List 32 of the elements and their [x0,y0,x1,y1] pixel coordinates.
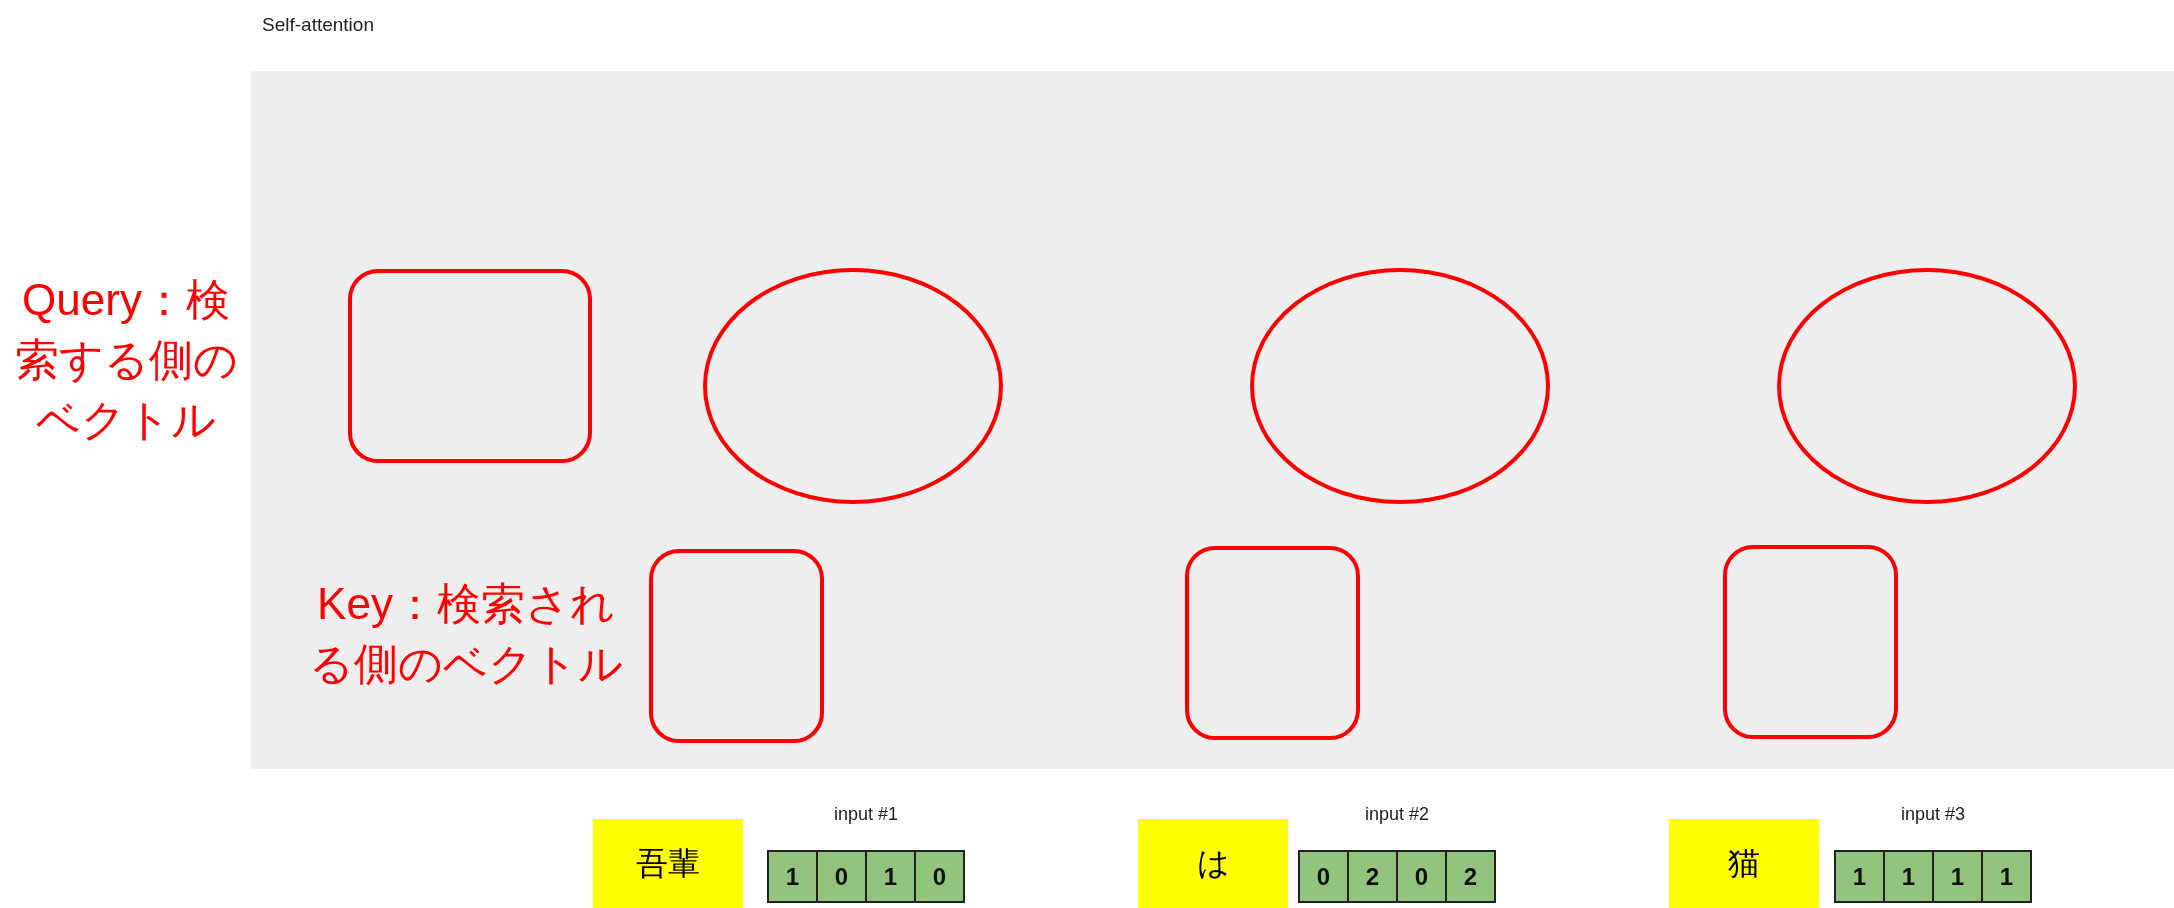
vector-bar [1834,850,2032,903]
vector-value: 1 [1998,861,2015,892]
vector-value: 1 [867,852,916,901]
vector-value: 0 [1300,852,1349,901]
annotation-text: Query：検索する側のベクトル [13,274,239,446]
vector-value: 1 [769,852,818,901]
vector-value: 1 [1934,852,1983,901]
vector-bar [1298,850,1496,903]
annotation-text: Key：検索される側のベクトル [308,578,624,690]
input-caption: input #3 [1899,804,1967,825]
token-label: 猫 [1669,819,1819,908]
token-label: 吾輩 [593,819,743,908]
title: Self-attention [262,14,374,36]
token-label: は [1138,819,1288,908]
input-caption: input #2 [1363,804,1431,825]
vector-value: 1 [1885,852,1934,901]
rounded-box [348,269,592,463]
rounded-box [649,549,824,743]
ellipse-shape [1777,268,2077,504]
vector-value: 1 [1836,852,1885,901]
vector-value: 0 [931,861,948,892]
vector-value: 2 [1349,852,1398,901]
ellipse-shape [703,268,1003,504]
ellipse-shape [1250,268,1550,504]
vector-value: 2 [1462,861,1479,892]
panel-background [251,71,2174,769]
vector-bar [767,850,965,903]
input-caption: input #1 [832,804,900,825]
rounded-box [1185,546,1360,740]
rounded-box [1723,545,1898,739]
vector-value: 0 [1398,852,1447,901]
vector-value: 0 [818,852,867,901]
